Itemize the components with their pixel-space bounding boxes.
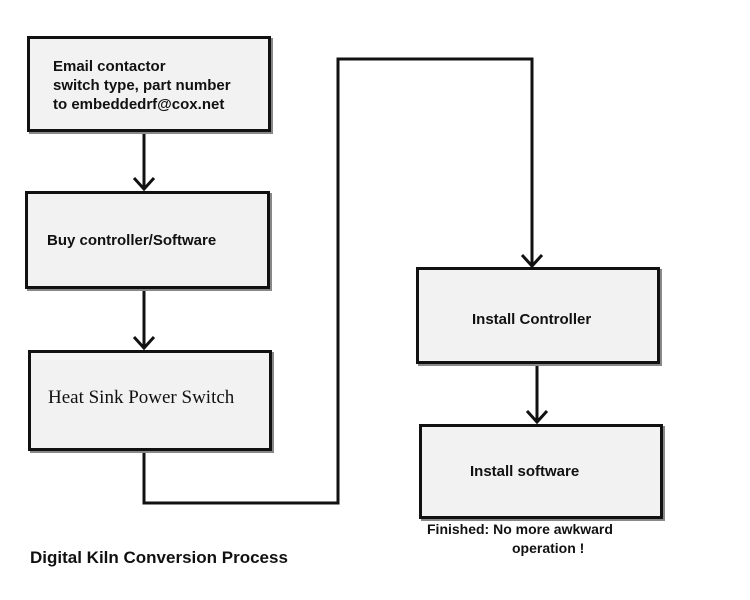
node-install-controller [416, 267, 660, 364]
node-buy-label: Buy controller/Software [47, 232, 217, 249]
node-email-line-3: to embeddedrf@cox.net [53, 96, 225, 113]
node-email-line-1: Email contactor [53, 58, 166, 75]
finished-note-line-1: Finished: No more awkward [427, 521, 613, 537]
node-email-contactor [27, 36, 271, 132]
node-install-controller-label: Install Controller [472, 311, 592, 328]
node-email-line-2: switch type, part number [53, 77, 231, 94]
arrowhead-install-software [525, 409, 549, 425]
arrowhead-install-controller [520, 253, 544, 269]
finished-note-line-2: operation ! [512, 540, 585, 556]
node-install-software [419, 424, 663, 519]
diagram-title: Digital Kiln Conversion Process [30, 548, 288, 567]
arrowhead-heatsink [132, 335, 156, 351]
node-heat-sink-power-switch [28, 350, 272, 451]
arrowhead-buy [132, 176, 156, 192]
node-buy-controller-software [25, 191, 270, 289]
node-heatsink-label: Heat Sink Power Switch [48, 387, 235, 408]
node-install-software-label: Install software [470, 463, 580, 480]
edge-heatsink-to-install-controller [142, 57, 534, 505]
